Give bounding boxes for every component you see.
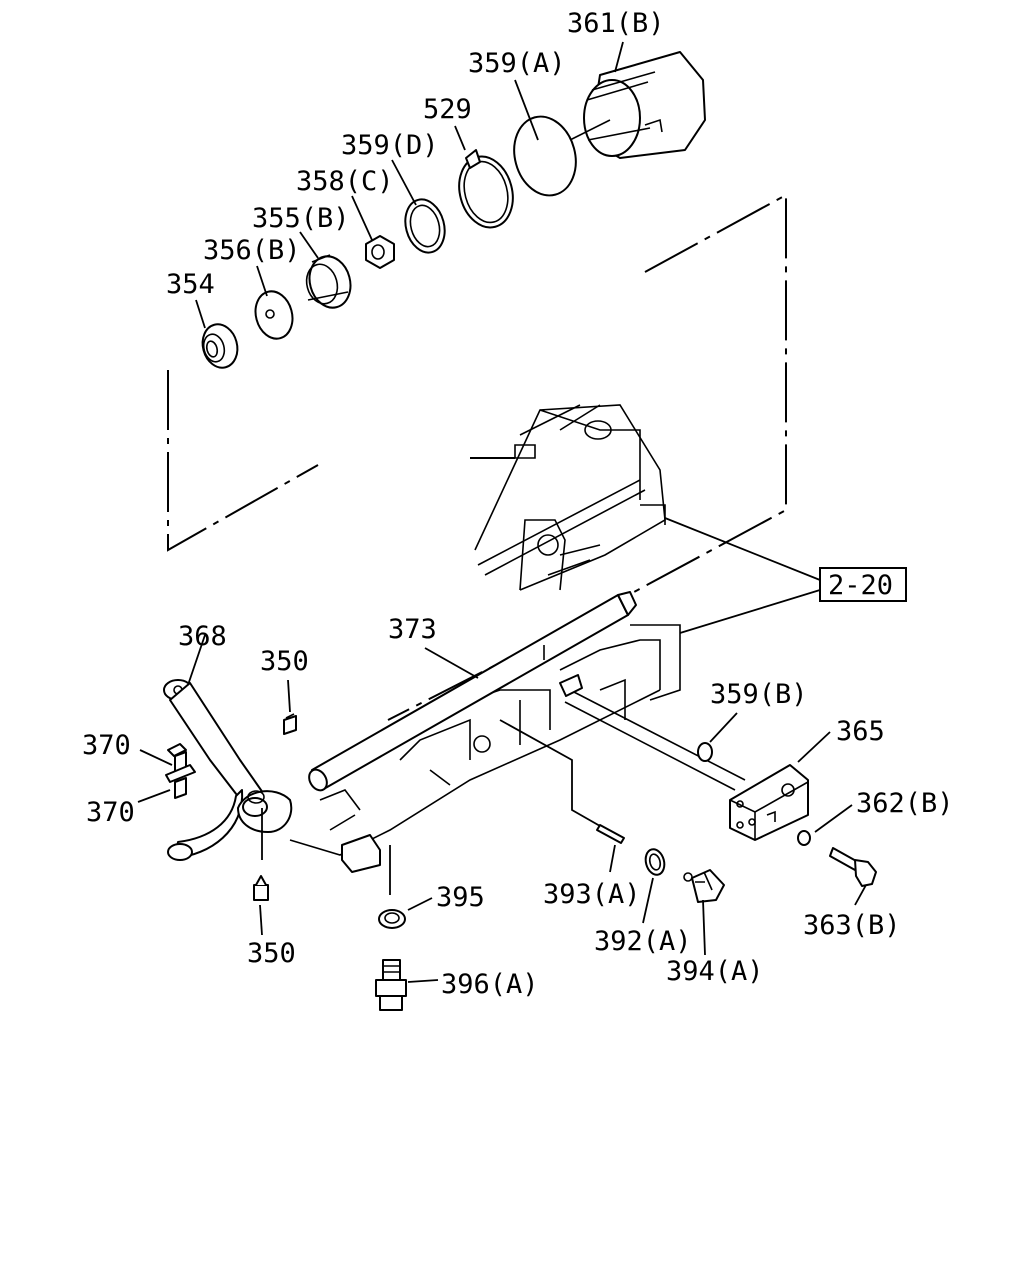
label-368: 368 — [178, 621, 227, 652]
part-359d-ring — [404, 198, 446, 254]
part-356b-washer — [254, 290, 294, 340]
label-359a: 359(A) — [468, 48, 566, 79]
part-362b-washer — [797, 830, 811, 846]
label-529: 529 — [423, 94, 472, 125]
label-359d: 359(D) — [341, 130, 439, 161]
label-373: 373 — [388, 614, 437, 645]
part-359a-ring — [513, 115, 577, 197]
part-358c-nut — [365, 235, 395, 269]
label-363b: 363(B) — [803, 910, 901, 941]
label-396a: 396(A) — [441, 969, 539, 1000]
part-350-fitting-top — [283, 713, 297, 735]
part-395-washer — [378, 909, 406, 929]
part-354-seal — [201, 323, 239, 369]
label-393a: 393(A) — [543, 879, 641, 910]
label-358c: 358(C) — [296, 166, 394, 197]
label-359b: 359(B) — [710, 679, 808, 710]
part-394a-switch — [683, 869, 725, 903]
part-370-bolts — [165, 743, 196, 799]
label-370-top: 370 — [82, 730, 131, 761]
label-370-bottom: 370 — [86, 797, 135, 828]
label-392a: 392(A) — [594, 926, 692, 957]
part-labels: 361(B) 359(A) 529 359(D) 358(C) 355(B) 3… — [82, 8, 954, 1000]
part-529-snap-ring — [458, 149, 514, 229]
part-392a-washer — [644, 848, 666, 876]
ref-box — [819, 567, 907, 602]
label-350-bottom: 350 — [247, 938, 296, 969]
label-350-top: 350 — [260, 646, 309, 677]
label-394a: 394(A) — [666, 956, 764, 987]
part-393a-pin — [596, 824, 625, 844]
label-355b: 355(B) — [252, 203, 350, 234]
label-356b: 356(B) — [203, 235, 301, 266]
label-395: 395 — [436, 882, 485, 913]
part-355b-bushing — [305, 254, 352, 309]
label-2-20: 2-20 — [828, 570, 893, 601]
label-354: 354 — [166, 269, 215, 300]
label-361b: 361(B) — [567, 8, 665, 39]
leader-lines — [137, 41, 867, 983]
part-373-shaft — [308, 591, 637, 792]
part-365-bracket — [729, 764, 809, 841]
part-396a-switch — [375, 959, 407, 1011]
part-350-fitting-bottom — [253, 875, 269, 901]
part-363b-bolt — [829, 847, 877, 887]
rod-365 — [559, 674, 746, 791]
label-362b: 362(B) — [856, 788, 954, 819]
part-359b-oring — [697, 742, 713, 762]
transmission-case — [289, 404, 681, 873]
part-368-arm — [163, 679, 293, 861]
label-365: 365 — [836, 716, 885, 747]
part-361b-cylinder — [569, 51, 706, 159]
